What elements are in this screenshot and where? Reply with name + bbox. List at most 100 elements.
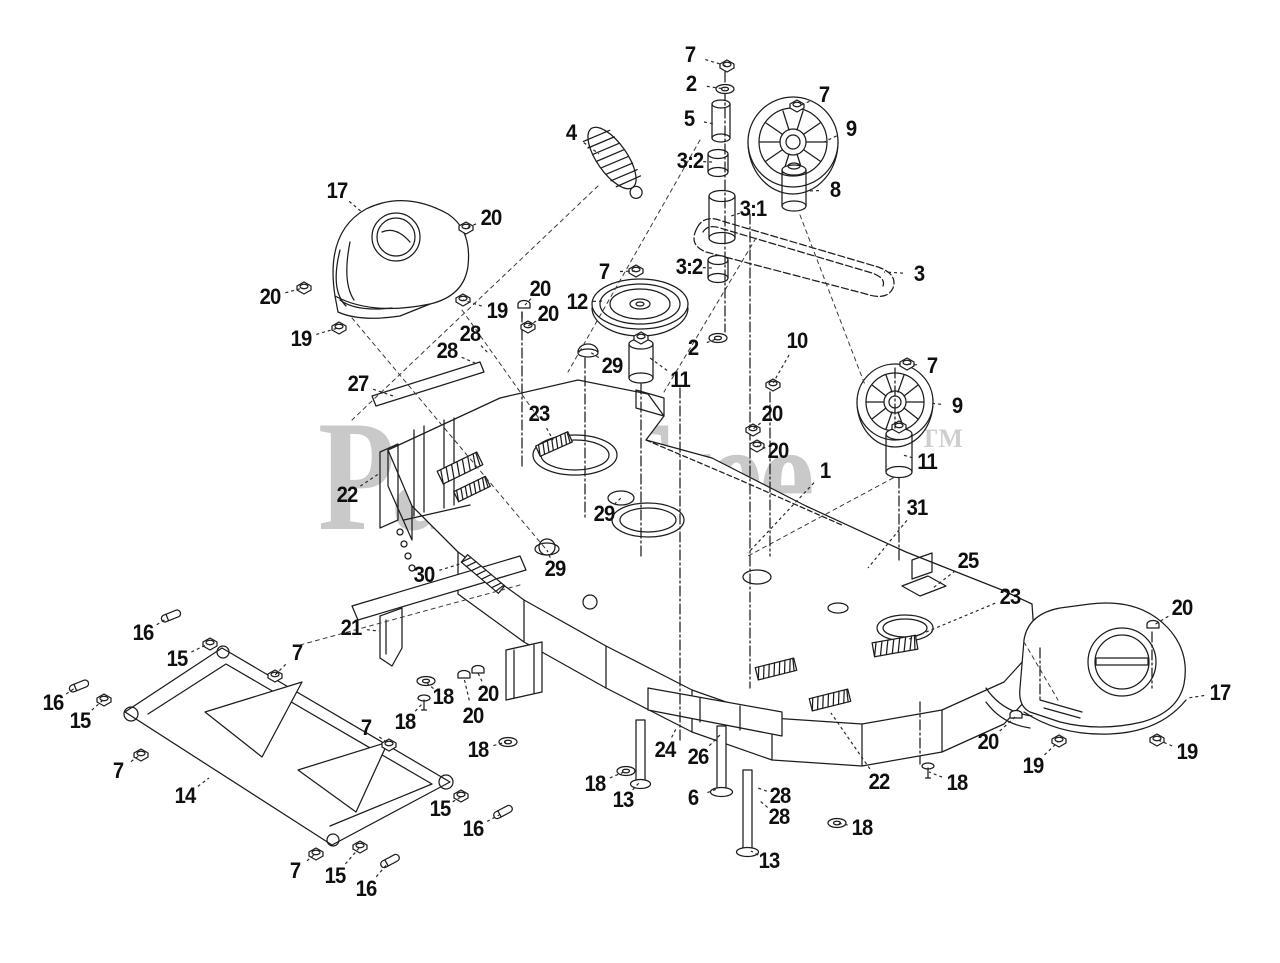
part-label: 20 bbox=[977, 729, 1000, 754]
leader-line bbox=[306, 853, 316, 862]
part-label: 3:2 bbox=[675, 254, 703, 279]
leader-line bbox=[130, 754, 141, 763]
leader-line bbox=[756, 445, 766, 449]
part-label: 20 bbox=[259, 284, 282, 309]
leader-line bbox=[671, 728, 677, 738]
part-label: 19 bbox=[486, 298, 509, 323]
part-label: 7 bbox=[684, 42, 696, 67]
leader-line bbox=[752, 422, 761, 430]
leader-line bbox=[632, 782, 640, 791]
part-label: 27 bbox=[347, 371, 370, 396]
leader-line bbox=[837, 822, 848, 826]
leader-line bbox=[527, 320, 537, 327]
part-label: 20 bbox=[767, 438, 790, 463]
part-label: 7 bbox=[360, 715, 372, 740]
part-label: 13 bbox=[758, 848, 781, 873]
part-label: 4 bbox=[565, 120, 577, 145]
part-label: 28 bbox=[459, 321, 482, 346]
part-label: 20 bbox=[477, 681, 500, 706]
leader-line bbox=[589, 351, 600, 359]
leader-line bbox=[906, 602, 996, 641]
leader-line bbox=[757, 787, 768, 792]
part-label: 7 bbox=[598, 259, 610, 284]
part-label: 29 bbox=[601, 353, 624, 378]
part-label: 23 bbox=[528, 401, 551, 426]
part-label: 31 bbox=[906, 495, 929, 520]
part-label: 3 bbox=[913, 261, 925, 286]
part-label: 18 bbox=[946, 770, 969, 795]
part-label: 29 bbox=[544, 556, 567, 581]
watermark-tm: TM bbox=[920, 424, 964, 453]
part-label: 19 bbox=[290, 326, 313, 351]
leader-line bbox=[1187, 694, 1205, 699]
leader-line bbox=[747, 482, 815, 554]
right-cover-logo bbox=[1096, 658, 1148, 665]
part-label: 15 bbox=[429, 796, 452, 821]
part-label: 10 bbox=[786, 328, 809, 353]
leader-line bbox=[932, 570, 956, 589]
leader-line bbox=[372, 388, 397, 398]
idler-pulley-right bbox=[857, 364, 933, 447]
part-label: 30 bbox=[413, 562, 436, 587]
part-label: 5 bbox=[683, 106, 695, 131]
frame-weldment bbox=[124, 646, 453, 846]
leader-line bbox=[705, 59, 728, 67]
leader-line bbox=[928, 402, 942, 405]
leader-line bbox=[772, 354, 790, 384]
part-label: 17 bbox=[326, 178, 349, 203]
leader-line bbox=[759, 800, 768, 808]
drive-belt bbox=[694, 219, 894, 297]
leader-line bbox=[477, 672, 483, 682]
part-label: 2 bbox=[687, 335, 699, 360]
part-label: 18 bbox=[467, 737, 490, 762]
part-label: 23 bbox=[999, 584, 1022, 609]
part-label: 20 bbox=[480, 205, 503, 230]
part-label: 22 bbox=[868, 769, 891, 794]
part-label: 21 bbox=[340, 615, 363, 640]
part-label: 7 bbox=[926, 353, 938, 378]
leader-line bbox=[366, 629, 380, 632]
leader-line bbox=[613, 497, 622, 505]
part-label: 9 bbox=[845, 116, 857, 141]
part-label: 15 bbox=[69, 708, 92, 733]
leader-line bbox=[274, 663, 287, 676]
part-label: 16 bbox=[462, 816, 485, 841]
part-label: 20 bbox=[1171, 595, 1194, 620]
leader-line bbox=[823, 135, 837, 143]
leader-line bbox=[486, 814, 500, 822]
part-label: 11 bbox=[670, 367, 690, 392]
leader-line bbox=[426, 682, 434, 690]
part-label: 29 bbox=[593, 501, 616, 526]
leader-line bbox=[1153, 615, 1169, 626]
part-label: 17 bbox=[1209, 680, 1232, 705]
leader-line bbox=[707, 788, 718, 794]
leader-line bbox=[156, 618, 167, 626]
leader-line bbox=[91, 699, 104, 711]
part-label: 11 bbox=[917, 449, 937, 474]
leader-line bbox=[609, 771, 625, 779]
part-label: 19 bbox=[1176, 739, 1199, 764]
part-label: 7 bbox=[112, 758, 124, 783]
part-label: 20 bbox=[761, 401, 784, 426]
leader-line bbox=[546, 549, 551, 558]
part-label: 26 bbox=[687, 744, 710, 769]
part-label: 20 bbox=[529, 276, 552, 301]
part-label: 18 bbox=[432, 684, 455, 709]
part-label: 16 bbox=[355, 876, 378, 901]
part-label: 14 bbox=[174, 783, 197, 808]
part-label: 20 bbox=[462, 703, 485, 728]
part-label: 13 bbox=[612, 787, 635, 812]
leader-line bbox=[465, 223, 477, 229]
part-label: 16 bbox=[132, 620, 155, 645]
left-cover-logo bbox=[382, 230, 410, 242]
part-label: 16 bbox=[42, 690, 65, 715]
part-label: 18 bbox=[394, 709, 417, 734]
leader-line bbox=[378, 736, 389, 744]
part-label: 28 bbox=[436, 338, 459, 363]
leader-line bbox=[197, 777, 210, 787]
leader-line bbox=[906, 363, 918, 366]
part-label: 18 bbox=[584, 771, 607, 796]
part-label: 7 bbox=[291, 640, 303, 665]
